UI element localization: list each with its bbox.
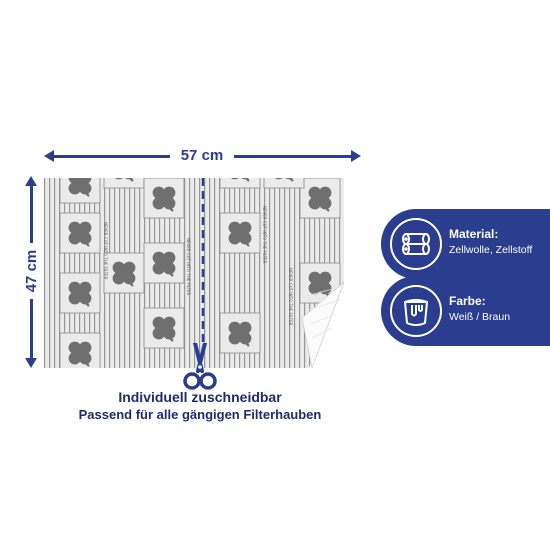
- color-card: Farbe: Weiß / Braun: [381, 276, 550, 346]
- height-label: 47 cm: [22, 243, 42, 299]
- caption-compatibility: Passend für alle gängigen Filterhauben: [78, 407, 322, 422]
- arrow-left-icon: [44, 150, 54, 162]
- material-title: Material:: [449, 227, 499, 241]
- filter-print-text: NEVER CUT INTO THE FILTER: [288, 268, 293, 326]
- arrow-down-icon: [25, 358, 37, 368]
- material-value: Zellwolle, Zellstoff: [449, 244, 533, 256]
- filter-print-text: NEVER CUT INTO THE FILTER: [186, 238, 191, 296]
- grease-filter-mat: NEVER CUT INTO THE FILTER NEVER CUT INTO…: [44, 178, 344, 368]
- caption-cut-to-size: Individuell zuschneidbar: [118, 389, 282, 405]
- width-label: 57 cm: [170, 146, 234, 166]
- color-value: Weiß / Braun: [449, 311, 511, 323]
- arrow-up-icon: [25, 176, 37, 186]
- scissors-icon: [183, 343, 217, 390]
- paint-bucket-icon: [390, 285, 442, 337]
- filter-print-text: NEVER CUT INTO THE FILTER: [262, 206, 267, 264]
- arrow-right-icon: [351, 150, 361, 162]
- filter-print-text: NEVER CUT INTO THE FILTER: [103, 222, 108, 280]
- color-title: Farbe:: [449, 294, 486, 308]
- material-rolls-icon: [390, 218, 442, 270]
- material-card: Material: Zellwolle, Zellstoff: [381, 209, 550, 279]
